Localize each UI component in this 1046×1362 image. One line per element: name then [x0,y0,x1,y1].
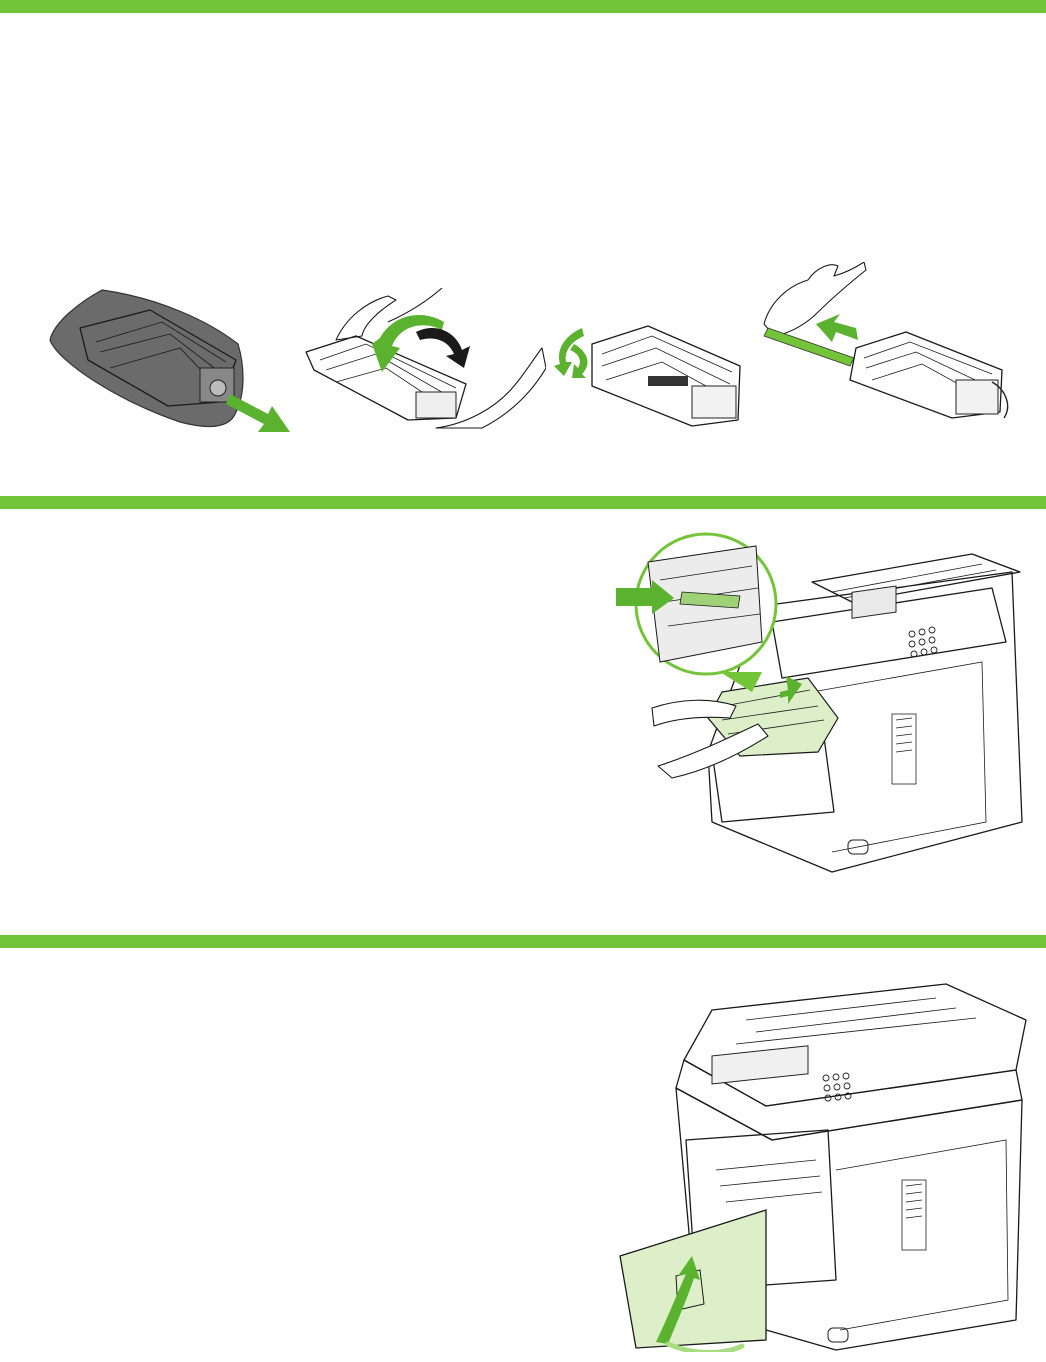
keypad [909,627,937,657]
section-band-bottom [0,935,1046,948]
section-band-middle [0,496,1046,509]
illustration-pull-sealing-tape [756,262,1016,422]
illustration-rotate-cartridge [552,322,748,440]
rotate-arrow-lower-icon [570,344,588,378]
arrow-left-icon [816,314,858,342]
rotate-back-arrow-icon [416,328,470,368]
rotate-down-arrow-icon [372,315,444,372]
illustration-rock-cartridge [296,288,546,438]
illustration-remove-from-bag [40,282,300,442]
section-band-top [0,0,1046,13]
illustration-insert-cartridge [612,522,1028,884]
illustration-close-front-door [616,980,1032,1352]
